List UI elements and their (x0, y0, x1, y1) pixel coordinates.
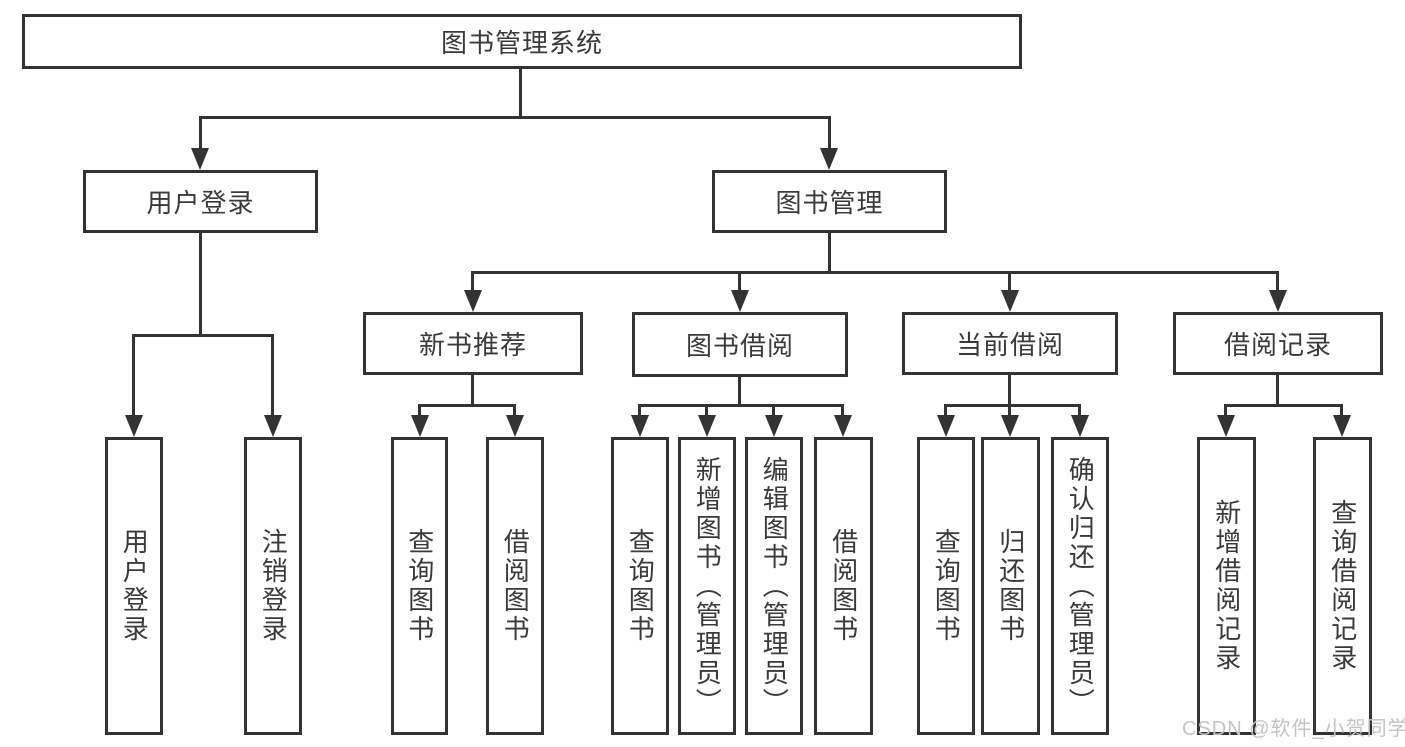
leaf-borrow-borrow-books: 借阅图书 (814, 437, 873, 735)
leaf-records-query-record-label: 查询借阅记录 (1327, 499, 1358, 673)
leaf-borrow-add-books-admin-label: 新增图书（管理员） (692, 455, 723, 717)
leaf-recommend-query-books-label: 查询图书 (404, 528, 435, 644)
arrow-down-icon (1001, 415, 1019, 437)
leaf-recommend-query-books: 查询图书 (391, 437, 448, 735)
node-user-login: 用户登录 (83, 170, 318, 233)
connector-line (1276, 271, 1279, 293)
leaf-current-confirm-return-admin: 确认归还（管理员） (1051, 437, 1109, 735)
connector-line (1224, 404, 1343, 407)
leaf-records-add-record-label: 新增借阅记录 (1211, 499, 1242, 673)
node-current-borrow-label: 当前借阅 (955, 330, 1064, 360)
leaf-borrow-query-books: 查询图书 (611, 437, 669, 735)
node-book-borrow: 图书借阅 (632, 312, 848, 377)
arrow-down-icon (506, 415, 524, 437)
connector-line (772, 404, 775, 418)
leaf-recommend-borrow-books: 借阅图书 (486, 437, 544, 735)
connector-line (471, 375, 474, 404)
connector-line (199, 233, 202, 334)
leaf-recommend-borrow-books-label: 借阅图书 (500, 528, 531, 644)
arrow-down-icon (191, 148, 209, 170)
connector-line (944, 404, 947, 418)
leaf-logout: 注销登录 (244, 437, 302, 735)
connector-line (471, 271, 474, 293)
connector-line (199, 116, 831, 119)
arrow-down-icon (464, 290, 482, 312)
connector-line (132, 334, 135, 417)
leaf-user-login: 用户登录 (105, 437, 163, 735)
leaf-borrow-query-books-label: 查询图书 (625, 528, 656, 644)
leaf-borrow-edit-books-admin: 编辑图书（管理员） (745, 437, 803, 735)
node-root-label: 图书管理系统 (440, 28, 603, 58)
node-book-management-label: 图书管理 (775, 188, 884, 218)
connector-line (199, 116, 202, 148)
node-book-borrow-label: 图书借阅 (685, 331, 794, 361)
leaf-records-query-record: 查询借阅记录 (1313, 437, 1372, 735)
connector-line (828, 116, 831, 148)
arrow-down-icon (1071, 415, 1089, 437)
leaf-borrow-edit-books-admin-label: 编辑图书（管理员） (759, 455, 790, 717)
arrow-down-icon (631, 415, 649, 437)
csdn-watermark: CSDN @软件_小贺同学 (1182, 718, 1405, 740)
arrow-down-icon (411, 415, 429, 437)
connector-line (638, 404, 641, 418)
connector-line (1340, 404, 1343, 418)
connector-line (418, 404, 421, 418)
connector-line (841, 404, 844, 418)
arrow-down-icon (765, 415, 783, 437)
connector-line (638, 404, 844, 407)
node-user-login-label: 用户登录 (146, 188, 255, 218)
connector-line (513, 404, 516, 418)
node-new-book-recommend-label: 新书推荐 (418, 330, 527, 360)
node-current-borrow: 当前借阅 (902, 312, 1118, 375)
node-borrow-records-label: 借阅记录 (1223, 330, 1332, 360)
leaf-records-add-record: 新增借阅记录 (1197, 437, 1256, 735)
connector-line (519, 69, 522, 116)
leaf-current-query-books-label: 查询图书 (931, 528, 962, 644)
connector-line (828, 233, 831, 271)
leaf-borrow-add-books-admin: 新增图书（管理员） (678, 437, 736, 735)
leaf-current-confirm-return-admin-label: 确认归还（管理员） (1065, 455, 1096, 717)
node-book-management: 图书管理 (712, 170, 947, 233)
connector-line (271, 334, 274, 417)
arrow-down-icon (1333, 415, 1351, 437)
connector-line (1224, 404, 1227, 418)
arrow-down-icon (698, 415, 716, 437)
arrow-down-icon (264, 415, 282, 437)
connector-line (471, 271, 1279, 274)
arrow-down-icon (1001, 290, 1019, 312)
connector-line (1276, 375, 1279, 404)
node-borrow-records: 借阅记录 (1173, 312, 1383, 375)
leaf-logout-label: 注销登录 (258, 528, 289, 644)
connector-line (1078, 404, 1081, 418)
arrow-down-icon (937, 415, 955, 437)
connector-line (418, 404, 516, 407)
leaf-borrow-borrow-books-label: 借阅图书 (828, 528, 859, 644)
connector-line (705, 404, 708, 418)
arrow-down-icon (125, 415, 143, 437)
leaf-current-query-books: 查询图书 (917, 437, 975, 735)
arrow-down-icon (1217, 415, 1235, 437)
connector-line (738, 377, 741, 404)
leaf-user-login-label: 用户登录 (119, 528, 150, 644)
connector-line (944, 404, 1081, 407)
arrow-down-icon (834, 415, 852, 437)
arrow-down-icon (1269, 290, 1287, 312)
connector-line (1008, 375, 1011, 404)
node-root: 图书管理系统 (22, 14, 1022, 69)
leaf-current-return-books: 归还图书 (981, 437, 1040, 735)
connector-line (738, 271, 741, 293)
node-new-book-recommend: 新书推荐 (363, 312, 583, 375)
arrow-down-icon (820, 148, 838, 170)
arrow-down-icon (731, 290, 749, 312)
connector-line (1008, 271, 1011, 293)
connector-line (132, 334, 274, 337)
connector-line (1008, 404, 1011, 418)
leaf-current-return-books-label: 归还图书 (995, 528, 1026, 644)
